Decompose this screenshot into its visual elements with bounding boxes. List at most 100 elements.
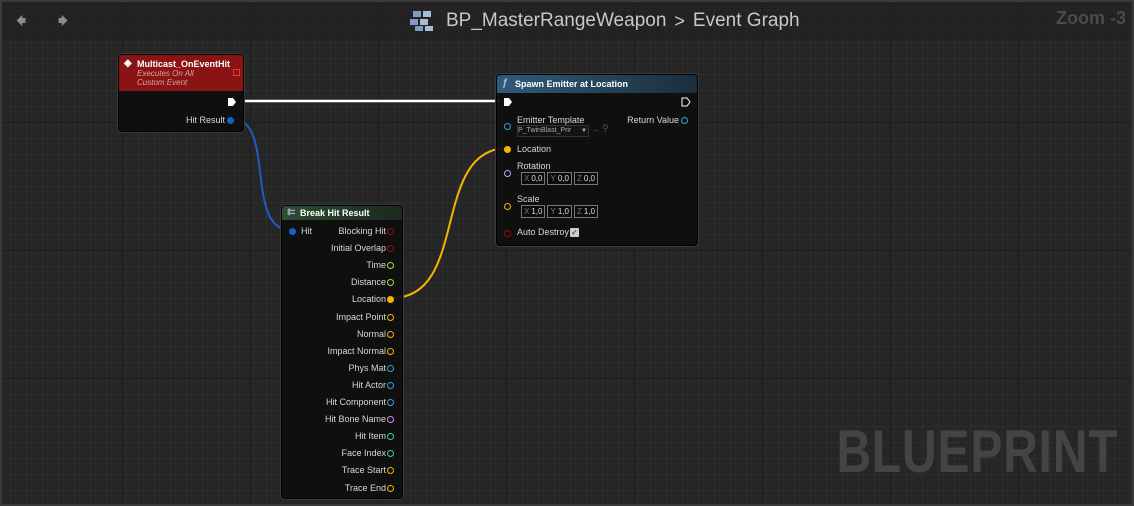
- break-output-pin[interactable]: [387, 399, 394, 406]
- auto-destroy-checkbox[interactable]: ✓: [570, 228, 579, 237]
- function-icon: ƒ: [502, 78, 508, 89]
- break-output-row: Trace End: [345, 481, 386, 495]
- blueprint-watermark: BLUEPRINT: [836, 418, 1118, 485]
- break-output-label: Hit Item: [354, 431, 386, 442]
- break-output-row: Hit Item: [355, 429, 386, 443]
- delegate-pin-icon[interactable]: [233, 69, 240, 76]
- break-node-header[interactable]: ⇇ Break Hit Result: [282, 206, 402, 220]
- break-output-pin[interactable]: [387, 228, 394, 235]
- auto-destroy-pin[interactable]: [504, 230, 511, 237]
- spawn-node-header[interactable]: ƒ Spawn Emitter at Location: [497, 75, 697, 93]
- browse-icon[interactable]: ⚲: [602, 123, 609, 133]
- event-hit-result-label: Hit Result: [185, 115, 225, 125]
- break-output-row: Trace Start: [342, 463, 386, 477]
- auto-destroy-label: Auto Destroy: [517, 227, 570, 237]
- spawn-emitter-node[interactable]: ƒ Spawn Emitter at Location Emitter Temp…: [496, 74, 698, 246]
- break-output-pin[interactable]: [387, 433, 394, 441]
- break-output-pin[interactable]: [387, 416, 394, 424]
- blueprint-grid-icon: [410, 11, 434, 31]
- break-output-pin[interactable]: [387, 347, 394, 355]
- break-output-row: Impact Normal: [327, 344, 386, 358]
- break-output-label: Initial Overlap: [330, 243, 386, 254]
- break-output-label: Hit Actor: [351, 379, 386, 390]
- return-value-label: Return Value: [627, 115, 679, 125]
- break-output-pin[interactable]: [387, 262, 394, 270]
- scale-label: Scale: [517, 194, 540, 204]
- spawn-exec-in-pin[interactable]: [503, 97, 513, 107]
- spawn-exec-out-pin[interactable]: [681, 97, 691, 107]
- event-node-subtitle-2: Custom Event: [137, 78, 188, 87]
- break-output-row: Distance: [351, 275, 386, 289]
- event-hit-result-pin[interactable]: [227, 117, 234, 124]
- hit-result-wire[interactable]: [232, 118, 291, 231]
- break-output-label: Hit Component: [325, 397, 386, 407]
- break-output-label: Hit Bone Name: [324, 414, 386, 425]
- back-arrow-icon[interactable]: 🠸: [15, 8, 27, 33]
- break-output-pin[interactable]: [387, 364, 394, 372]
- event-node-subtitle-1: Executes On All: [137, 69, 194, 78]
- break-output-row: Normal: [357, 327, 386, 341]
- break-output-label: Phys Mat: [348, 362, 386, 373]
- breadcrumb-graph[interactable]: Event Graph: [692, 10, 800, 31]
- break-output-pin[interactable]: [387, 450, 394, 458]
- break-output-pin[interactable]: [387, 245, 394, 253]
- break-output-label: Impact Normal: [327, 345, 386, 356]
- break-output-row: Time: [366, 258, 386, 272]
- break-output-pin[interactable]: [387, 313, 394, 321]
- break-hit-in-pin[interactable]: [289, 228, 296, 235]
- breadcrumb: BP_MasterRangeWeapon > Event Graph: [410, 8, 800, 34]
- break-output-row: Hit Bone Name: [325, 412, 386, 426]
- return-value-pin[interactable]: [681, 117, 688, 124]
- event-node-multicast[interactable]: ◈ Multicast_OnEventHit Executes On All C…: [118, 54, 244, 132]
- break-output-label: Normal: [356, 328, 386, 339]
- forward-arrow-icon[interactable]: 🠺: [57, 8, 69, 33]
- emitter-template-label: Emitter Template: [517, 115, 585, 125]
- location-wire[interactable]: [391, 147, 509, 299]
- scale-pin[interactable]: [504, 203, 511, 210]
- spawn-location-label: Location: [517, 144, 552, 154]
- break-output-row: Hit Actor: [352, 378, 386, 392]
- break-output-pin[interactable]: [387, 296, 394, 304]
- use-selected-arrow-icon[interactable]: ←: [592, 124, 601, 134]
- breadcrumb-separator: >: [674, 10, 685, 31]
- event-node-header[interactable]: ◈ Multicast_OnEventHit Executes On All C…: [119, 55, 243, 91]
- graph-toolbar: 🠸 🠺 BP_MasterRangeWeapon > Event Graph Z…: [0, 0, 1134, 40]
- break-output-row: Impact Point: [336, 310, 386, 324]
- break-output-label: Distance: [350, 277, 386, 288]
- break-output-pin[interactable]: [387, 467, 394, 475]
- break-output-label: Trace Start: [341, 465, 386, 476]
- event-exec-out-pin[interactable]: [227, 97, 237, 107]
- break-output-pin[interactable]: [387, 330, 394, 338]
- break-node-title: Break Hit Result: [300, 208, 370, 218]
- emitter-template-dropdown[interactable]: P_TwinBlast_Prir ▼: [517, 125, 589, 137]
- break-hit-in-label: Hit: [301, 226, 312, 236]
- break-output-pin[interactable]: [387, 381, 394, 389]
- location-in-pin[interactable]: [504, 146, 511, 153]
- spawn-node-title: Spawn Emitter at Location: [515, 79, 629, 89]
- emitter-template-pin[interactable]: [504, 123, 511, 130]
- break-output-row: Initial Overlap: [331, 241, 386, 255]
- event-diamond-icon: ◈: [124, 58, 132, 69]
- break-output-row: Hit Component: [326, 395, 386, 409]
- break-output-label: Blocking Hit: [338, 226, 386, 236]
- break-output-label: Trace End: [344, 482, 386, 493]
- break-output-row: Face Index: [341, 446, 386, 460]
- rotation-pin[interactable]: [504, 170, 511, 177]
- break-output-label: Location: [351, 294, 386, 305]
- break-output-pin[interactable]: [387, 279, 394, 287]
- breadcrumb-blueprint[interactable]: BP_MasterRangeWeapon: [446, 10, 667, 31]
- break-struct-icon: ⇇: [287, 207, 296, 218]
- event-node-title: Multicast_OnEventHit: [137, 59, 231, 69]
- break-output-pin[interactable]: [387, 484, 394, 492]
- break-output-row: Phys Mat: [348, 361, 386, 375]
